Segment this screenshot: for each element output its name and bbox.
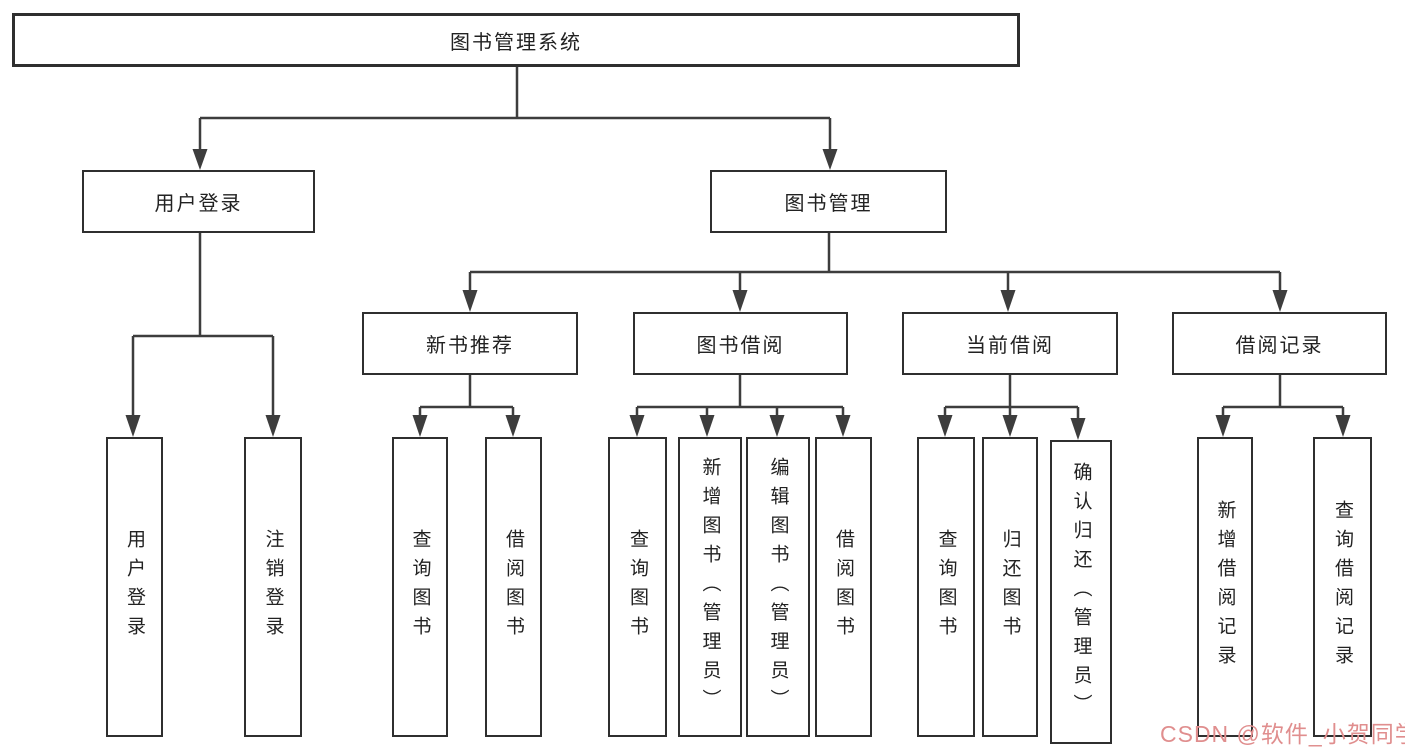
node-label: 新书推荐 (426, 335, 514, 357)
node-book-management: 图书管理 (710, 170, 947, 233)
node-current-borrowing: 当前借阅 (902, 312, 1118, 375)
node-label: 查询图书 (409, 529, 431, 645)
node-label: 借阅图书 (503, 529, 524, 645)
leaf-confirm-return-admin: 确认归还（管理员） (1050, 440, 1112, 744)
node-label: 注销登录 (262, 529, 284, 645)
node-label: 新增图书（管理员） (699, 456, 721, 718)
node-label: 查询图书 (935, 529, 957, 645)
node-label: 图书管理 (784, 193, 873, 215)
leaf-user-login: 用户登录 (106, 437, 163, 737)
node-label: 图书管理系统 (450, 31, 582, 54)
leaf-borrow-books: 借阅图书 (815, 437, 872, 737)
node-label: 新增借阅记录 (1214, 500, 1236, 674)
node-label: 用户登录 (154, 193, 243, 215)
leaf-query-books-current: 查询图书 (917, 437, 975, 737)
leaf-query-books-recommend: 查询图书 (392, 437, 448, 737)
node-label: 确认归还（管理员） (1070, 461, 1092, 723)
node-label: 编辑图书（管理员） (767, 456, 789, 718)
node-label: 借阅记录 (1235, 335, 1324, 357)
leaf-borrow-books-recommend: 借阅图书 (485, 437, 542, 737)
leaf-edit-books-admin: 编辑图书（管理员） (746, 437, 810, 737)
node-label: 查询借阅记录 (1332, 500, 1353, 674)
node-label: 用户登录 (124, 529, 145, 645)
leaf-add-books-admin: 新增图书（管理员） (678, 437, 742, 737)
node-borrowing-records: 借阅记录 (1172, 312, 1387, 375)
node-label: 当前借阅 (966, 335, 1054, 357)
node-label: 归还图书 (999, 529, 1021, 645)
node-new-book-recommend: 新书推荐 (362, 312, 578, 375)
leaf-query-books-borrowing: 查询图书 (608, 437, 667, 737)
node-label: 借阅图书 (833, 529, 854, 645)
node-library-system: 图书管理系统 (12, 13, 1020, 67)
node-label: 查询图书 (627, 529, 648, 645)
leaf-return-books: 归还图书 (982, 437, 1038, 737)
leaf-add-borrow-record: 新增借阅记录 (1197, 437, 1253, 737)
node-user-login: 用户登录 (82, 170, 315, 233)
node-label: 图书借阅 (696, 335, 785, 357)
leaf-query-borrow-record: 查询借阅记录 (1313, 437, 1372, 737)
csdn-watermark: CSDN @软件_小贺同学 (1160, 721, 1405, 747)
leaf-logout-login: 注销登录 (244, 437, 302, 737)
node-book-borrowing: 图书借阅 (633, 312, 848, 375)
